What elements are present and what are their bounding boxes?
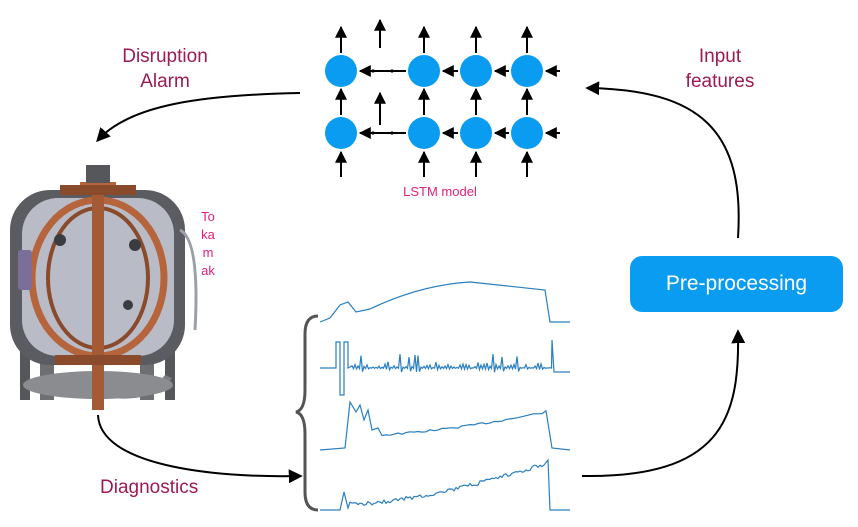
diagnostics-arrow [97,414,303,484]
tokamak-label: Tokamak [201,209,215,278]
signal-trace-1 [319,281,570,323]
curly-brace [295,314,319,512]
to-preprocessing-arrow [581,329,746,478]
lstm-cell [408,55,440,87]
alarm-arrow [96,92,301,143]
input-features-label: Input features [685,46,755,92]
lstm-cell [325,117,357,149]
signal-trace-3 [319,400,571,451]
ellipsis-dot [371,131,375,135]
diagnostics-signals [295,281,571,512]
lstm-cell [408,117,440,149]
lstm-cell [460,117,492,149]
ellipsis-dot [390,69,394,73]
ellipsis-dot [390,131,394,135]
signal-trace-4 [320,458,570,511]
ellipsis-dot [371,69,375,73]
input-features-arrow [585,81,740,239]
signal-trace-2 [320,339,570,396]
tokamak-illustration [10,165,198,410]
lstm-network [325,18,560,177]
disruption-alarm-label: Disruption Alarm [122,46,208,92]
lstm-cell [511,117,543,149]
lstm-cell [511,55,543,87]
diagnostics-label: Diagnostics [100,477,199,498]
lstm-cell [460,55,492,87]
preprocessing-box: Pre-processing [630,256,843,312]
lstm-model-label: LSTM model [403,184,477,199]
lstm-cell [325,55,357,87]
